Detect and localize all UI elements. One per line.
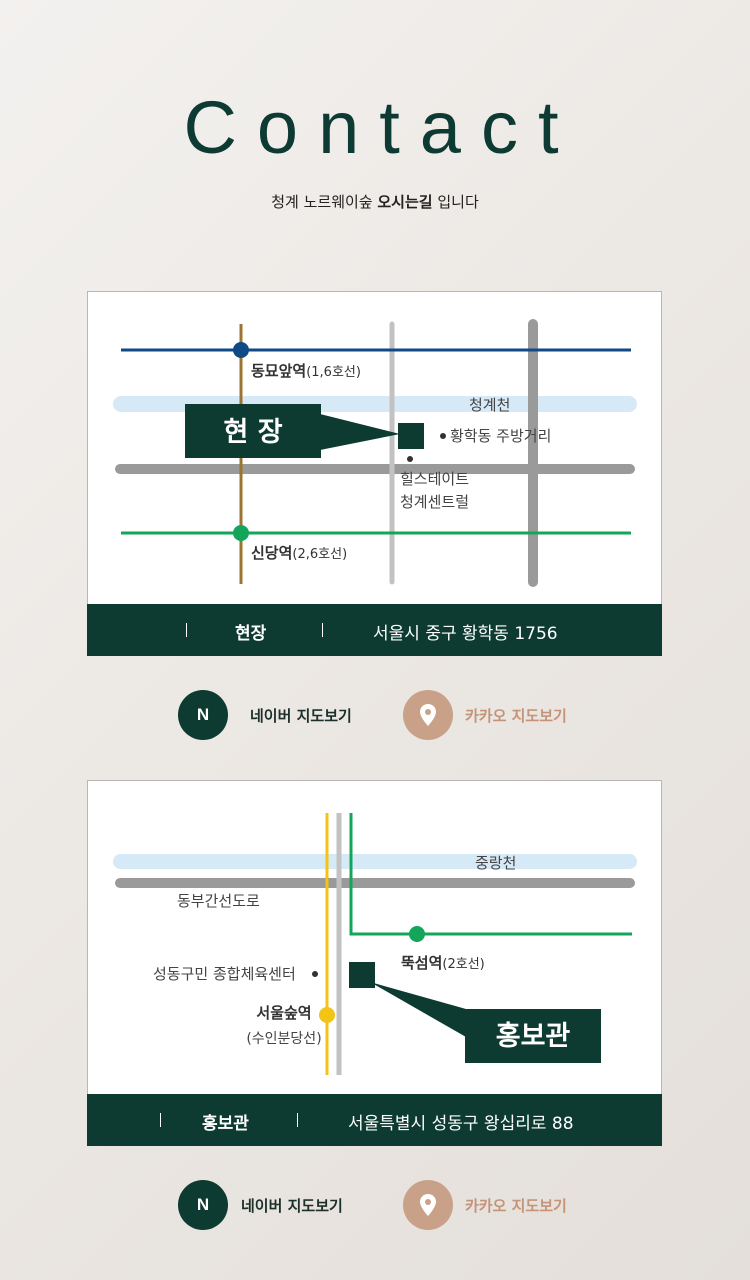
kakao-map-label: 카카오 지도보기 bbox=[465, 1196, 567, 1215]
address-place-name: 홍보관 bbox=[202, 1114, 249, 1134]
showroom-callout-box bbox=[465, 1009, 601, 1063]
station-lines-seoulforest: (수인분당선) bbox=[246, 1031, 321, 1047]
poi-label-kitchen-street: 황학동 주방거리 bbox=[450, 427, 551, 445]
separator bbox=[297, 1113, 298, 1127]
address-place-name: 현장 bbox=[235, 624, 267, 644]
page-subtitle: 청계 노르웨이숲 오시는길 입니다 bbox=[0, 191, 750, 212]
poi-dot-sports-center bbox=[312, 971, 318, 977]
naver-map-label: 네이버 지도보기 bbox=[250, 706, 352, 725]
address-bar-site: 현장 서울시 중구 황학동 1756 bbox=[87, 604, 662, 656]
address-bar-showroom: 홍보관 서울특별시 성동구 왕십리로 88 bbox=[87, 1094, 662, 1146]
subtitle-emphasis: 오시는길 bbox=[377, 193, 433, 211]
showroom-marker bbox=[349, 962, 375, 988]
poi-dot-hillstate bbox=[407, 456, 413, 462]
naver-map-button[interactable]: N 네이버 지도보기 bbox=[178, 1180, 343, 1230]
map-site-illustration: 동묘앞역(1,6호선) 청계천 현 장 황학동 주방거리 힐스테이트 청계센트럴… bbox=[113, 319, 637, 587]
road-label: 동부간선도로 bbox=[177, 892, 260, 910]
separator bbox=[160, 1113, 161, 1127]
poi-label-hillstate-1: 힐스테이트 bbox=[400, 470, 469, 488]
poi-dot-kitchen-street bbox=[440, 433, 446, 439]
site-callout-pointer bbox=[320, 414, 400, 450]
subtitle-text: 청계 노르웨이숲 bbox=[271, 193, 378, 211]
map-pin-icon bbox=[403, 690, 453, 740]
naver-map-button[interactable]: N 네이버 지도보기 bbox=[178, 690, 352, 740]
naver-icon: N bbox=[178, 690, 228, 740]
poi-label-hillstate-2: 청계센트럴 bbox=[400, 493, 469, 511]
station-label-ttukseom: 뚝섬역(2호선) bbox=[401, 954, 485, 972]
site-marker bbox=[398, 423, 424, 449]
map-card-showroom: 중랑천 동부간선도로 뚝섬역(2호선) 성동구민 종합체육센터 홍보관 서울숲역… bbox=[87, 780, 662, 1095]
kakao-map-button[interactable]: 카카오 지도보기 bbox=[403, 1180, 567, 1230]
map-card-site: 동묘앞역(1,6호선) 청계천 현 장 황학동 주방거리 힐스테이트 청계센트럴… bbox=[87, 291, 662, 605]
naver-icon: N bbox=[178, 1180, 228, 1230]
map-showroom-illustration: 중랑천 동부간선도로 뚝섬역(2호선) 성동구민 종합체육센터 홍보관 서울숲역… bbox=[113, 813, 637, 1075]
subway-line-green bbox=[349, 813, 632, 936]
separator bbox=[322, 623, 323, 637]
stream-label: 중랑천 bbox=[475, 854, 516, 872]
address-text: 서울시 중구 황학동 1756 bbox=[373, 624, 558, 644]
showroom-callout-label: 홍보관 bbox=[496, 1021, 571, 1052]
station-marker-ttukseom bbox=[409, 926, 425, 942]
showroom-callout-pointer bbox=[370, 982, 466, 1037]
site-callout-box bbox=[185, 404, 321, 458]
page-title: Contact bbox=[183, 86, 579, 169]
separator bbox=[186, 623, 187, 637]
station-label-dongmyo: 동묘앞역(1,6호선) bbox=[251, 362, 361, 380]
kakao-map-button[interactable]: 카카오 지도보기 bbox=[403, 690, 567, 740]
subtitle-suffix: 입니다 bbox=[432, 193, 479, 211]
site-callout-label: 현 장 bbox=[223, 417, 282, 448]
station-marker-dongmyo bbox=[233, 342, 249, 358]
stream-label: 청계천 bbox=[469, 396, 510, 414]
station-marker-seoulforest bbox=[319, 1007, 335, 1023]
poi-label-sports-center: 성동구민 종합체육센터 bbox=[153, 965, 296, 983]
map-pin-icon bbox=[403, 1180, 453, 1230]
station-marker-sindang bbox=[233, 525, 249, 541]
address-text: 서울특별시 성동구 왕십리로 88 bbox=[348, 1114, 574, 1134]
station-label-seoulforest: 서울숲역 bbox=[256, 1004, 311, 1022]
kakao-map-label: 카카오 지도보기 bbox=[465, 706, 567, 725]
stream-band bbox=[113, 854, 637, 869]
station-label-sindang: 신당역(2,6호선) bbox=[251, 544, 347, 562]
naver-map-label: 네이버 지도보기 bbox=[241, 1196, 343, 1215]
